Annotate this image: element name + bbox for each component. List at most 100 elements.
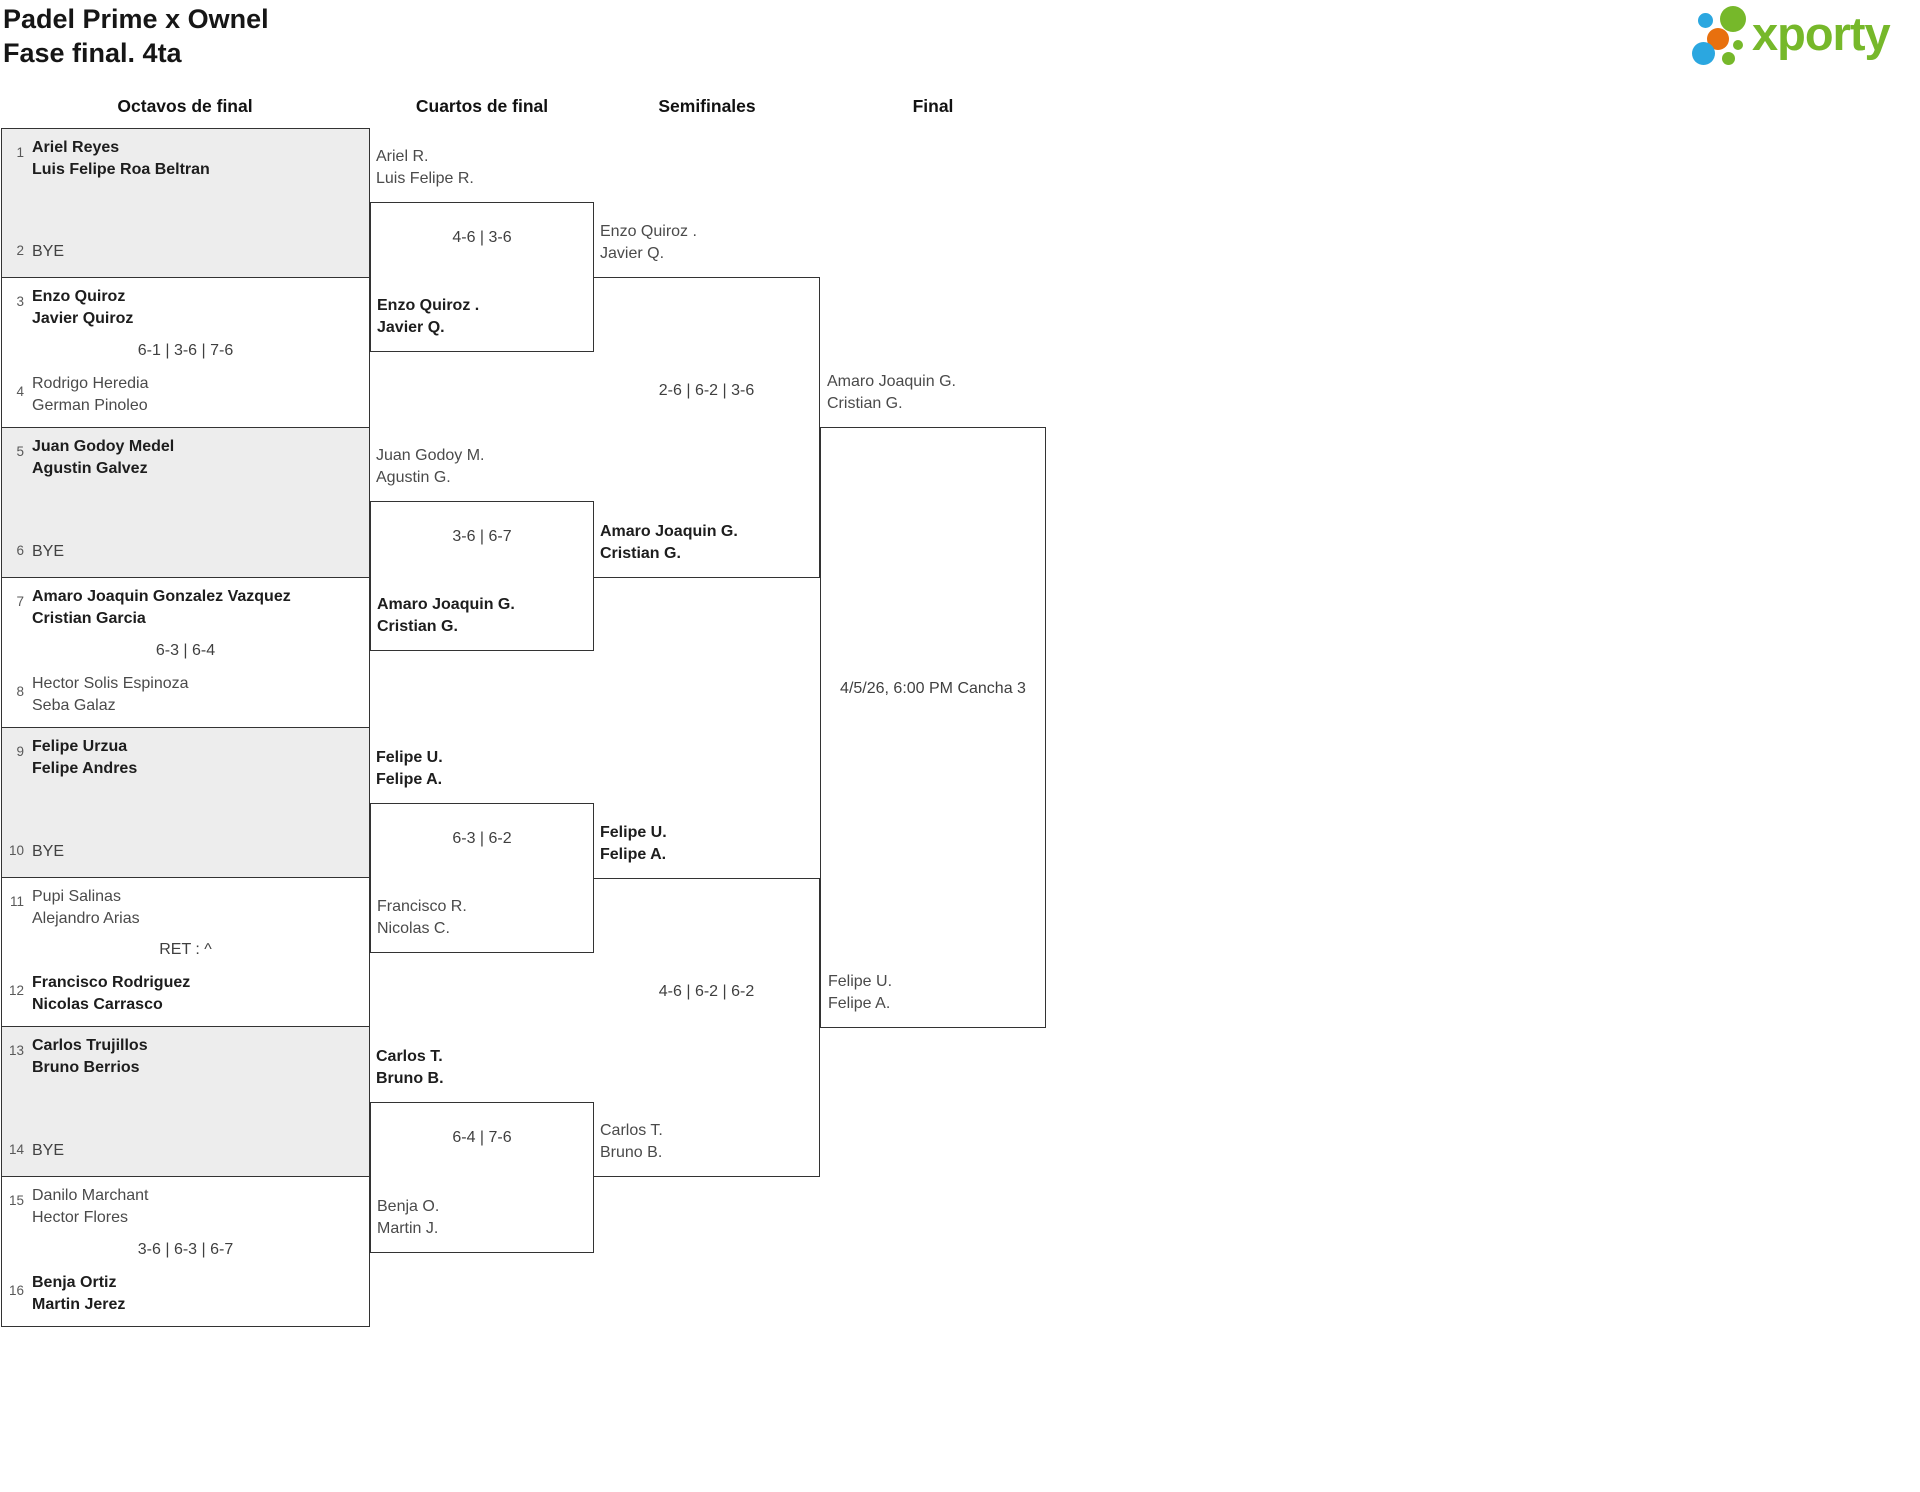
team-top: Ariel Reyes Luis Felipe Roa Beltran (32, 137, 210, 180)
player-name: Felipe A. (600, 845, 667, 863)
bye-label: BYE (32, 842, 65, 860)
player-name: Javier Q. (600, 244, 665, 262)
player-name: Javier Q. (377, 318, 445, 336)
octavos-pair-3-4[interactable]: 3 Enzo Quiroz Javier Quiroz 6-1 | 3-6 | … (1, 277, 370, 428)
player-name: Felipe A. (828, 994, 891, 1012)
match-score: 6-4 | 7-6 (452, 1129, 512, 1146)
player-name: Pupi Salinas (32, 888, 121, 905)
player-name: Enzo Quiroz . (600, 223, 697, 240)
seed-number: 5 (16, 444, 24, 459)
team-top: Pupi Salinas Alejandro Arias (32, 886, 140, 929)
player-name: Agustin Galvez (32, 459, 148, 477)
player-name: Bruno B. (376, 1069, 444, 1087)
phase-subtitle: Fase final. 4ta (3, 38, 182, 68)
qf3-team-bottom: Francisco R. Nicolas C. (377, 896, 467, 939)
seed-number: 6 (16, 543, 24, 558)
round-header-final: Final (912, 96, 954, 116)
team-top: Enzo Quiroz Javier Quiroz (32, 286, 133, 329)
octavos-pair-7-8[interactable]: 7 Amaro Joaquin Gonzalez Vazquez Cristia… (1, 577, 370, 728)
player-name: Nicolas C. (377, 919, 450, 937)
match-score: 4-6 | 3-6 (452, 229, 512, 246)
player-name: Carlos T. (376, 1048, 443, 1065)
sf2-team-top: Felipe U. Felipe A. (600, 822, 667, 865)
team-bottom: Hector Solis Espinoza Seba Galaz (32, 673, 189, 716)
page-title: Padel Prime x Ownel Fase final. 4ta (3, 2, 269, 70)
team-top: Danilo Marchant Hector Flores (32, 1185, 149, 1228)
player-name: Carlos Trujillos (32, 1037, 148, 1054)
qf4-team-top: Carlos T. Bruno B. (376, 1046, 444, 1089)
seed-number: 11 (9, 894, 24, 909)
player-name: Amaro Joaquin G. (600, 523, 738, 540)
team-top: Carlos Trujillos Bruno Berrios (32, 1035, 148, 1078)
player-name: Bruno B. (600, 1143, 663, 1161)
sf-match-2[interactable]: 4-6 | 6-2 | 6-2 Carlos T. Bruno B. (594, 878, 820, 1177)
seed-number: 8 (16, 684, 24, 699)
match-score: 6-1 | 3-6 | 7-6 (137, 341, 234, 359)
octavos-pair-15-16[interactable]: 15 Danilo Marchant Hector Flores 3-6 | 6… (1, 1176, 370, 1327)
player-name: Enzo Quiroz . (377, 297, 480, 314)
player-name: Amaro Joaquin Gonzalez Vazquez (32, 588, 291, 605)
logo-dot-green-small (1722, 52, 1735, 65)
team-bottom: Francisco Rodriguez Nicolas Carrasco (32, 972, 190, 1015)
octavos-pair-1-2[interactable]: 1 Ariel Reyes Luis Felipe Roa Beltran 2 … (1, 128, 370, 278)
octavos-pair-13-14[interactable]: 13 Carlos Trujillos Bruno Berrios 14 BYE (1, 1026, 370, 1177)
player-name: Ariel R. (376, 148, 429, 165)
player-name: Luis Felipe R. (376, 169, 474, 187)
player-name: Felipe Urzua (32, 738, 128, 755)
match-score: 3-6 | 6-7 (452, 528, 512, 545)
player-name: Rodrigo Heredia (32, 375, 149, 392)
qf-match-4[interactable]: 6-4 | 7-6 Benja O. Martin J. (370, 1102, 594, 1253)
match-score: 3-6 | 6-3 | 6-7 (137, 1240, 234, 1258)
player-name: Agustin G. (376, 468, 451, 486)
player-name: Carlos T. (600, 1122, 663, 1139)
final-team-top: Amaro Joaquin G. Cristian G. (827, 371, 956, 414)
qf1-team-top: Ariel R. Luis Felipe R. (376, 146, 474, 189)
player-name: Juan Godoy Medel (32, 438, 175, 455)
qf-match-1[interactable]: 4-6 | 3-6 Enzo Quiroz . Javier Q. (370, 202, 594, 352)
player-name: Juan Godoy M. (376, 447, 485, 464)
xporty-logo[interactable]: xporty (1688, 3, 1916, 69)
sf-match-1[interactable]: 2-6 | 6-2 | 3-6 Amaro Joaquin G. Cristia… (594, 277, 820, 578)
match-score: RET : ^ (159, 941, 212, 958)
qf1-team-bottom: Enzo Quiroz . Javier Q. (377, 295, 479, 338)
seed-number: 16 (8, 1283, 24, 1298)
seed-number: 4 (16, 384, 24, 399)
player-name: Enzo Quiroz (32, 288, 126, 305)
final-match[interactable]: 4/5/26, 6:00 PM Cancha 3 Felipe U. Felip… (820, 427, 1046, 1028)
logo-dot-green-large (1720, 6, 1746, 32)
player-name: Cristian Garcia (32, 609, 146, 627)
player-name: Felipe A. (376, 770, 443, 788)
qf4-team-bottom: Benja O. Martin J. (377, 1196, 439, 1239)
final-team-bottom: Felipe U. Felipe A. (828, 971, 892, 1014)
player-name: Hector Solis Espinoza (32, 675, 189, 692)
player-name: Felipe U. (828, 973, 893, 990)
round-header-semifinales: Semifinales (658, 96, 756, 116)
octavos-pair-11-12[interactable]: 11 Pupi Salinas Alejandro Arias RET : ^ … (1, 877, 370, 1027)
seed-number: 7 (16, 594, 24, 609)
player-name: Seba Galaz (32, 696, 116, 714)
qf-match-3[interactable]: 6-3 | 6-2 Francisco R. Nicolas C. (370, 803, 594, 953)
player-name: Amaro Joaquin G. (827, 373, 956, 390)
player-name: Alejandro Arias (32, 909, 140, 927)
player-name: German Pinoleo (32, 396, 148, 414)
bye-label: BYE (32, 242, 65, 260)
octavos-pair-9-10[interactable]: 9 Felipe Urzua Felipe Andres 10 BYE (1, 727, 370, 878)
octavos-pair-5-6[interactable]: 5 Juan Godoy Medel Agustin Galvez 6 BYE (1, 427, 370, 578)
match-score: 4-6 | 6-2 | 6-2 (658, 983, 755, 1000)
round-header-octavos: Octavos de final (117, 96, 253, 116)
sf2-team-bottom: Carlos T. Bruno B. (600, 1120, 663, 1163)
sf1-team-top: Enzo Quiroz . Javier Q. (600, 221, 697, 264)
team-top: Amaro Joaquin Gonzalez Vazquez Cristian … (32, 586, 291, 629)
player-name: Felipe Andres (32, 759, 138, 777)
seed-number: 9 (16, 744, 24, 759)
qf-match-2[interactable]: 3-6 | 6-7 Amaro Joaquin G. Cristian G. (370, 501, 594, 651)
player-name: Benja Ortiz (32, 1274, 117, 1291)
tournament-name: Padel Prime x Ownel (3, 4, 269, 34)
player-name: Hector Flores (32, 1208, 129, 1226)
qf2-team-bottom: Amaro Joaquin G. Cristian G. (377, 594, 515, 637)
logo-dot-blue-small (1698, 13, 1713, 28)
match-score: 2-6 | 6-2 | 3-6 (658, 382, 755, 399)
player-name: Martin Jerez (32, 1295, 126, 1313)
match-score: 6-3 | 6-4 (155, 641, 216, 659)
